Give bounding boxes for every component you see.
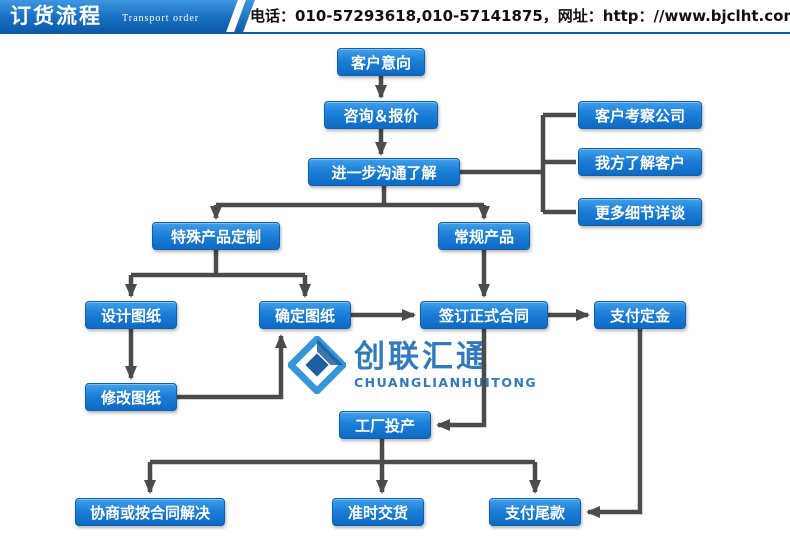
- node-negotiate-or-contract: 协商或按合同解决: [75, 498, 225, 526]
- node-consult-quote: 咨询＆报价: [324, 101, 438, 129]
- brand-name: 创联汇通: [354, 339, 490, 375]
- header-bar: 订货流程 Transport order 电话：010-57293618,010…: [0, 0, 790, 34]
- brand-text-block: 创联汇通 CHUANGLIANHUITONG: [354, 340, 537, 390]
- brand-watermark: 创联汇通 CHUANGLIANHUITONG: [288, 336, 537, 394]
- node-confirm-drawing: 确定图纸: [259, 301, 351, 329]
- node-more-details-talk: 更多细节详谈: [578, 198, 702, 226]
- node-pay-deposit: 支付定金: [594, 301, 686, 329]
- node-design-drawing: 设计图纸: [85, 301, 177, 329]
- node-customer-visit-company: 客户考察公司: [578, 101, 702, 129]
- node-customer-intent: 客户意向: [337, 48, 425, 76]
- diamond-logo-icon: [288, 336, 346, 394]
- node-further-communication: 进一步沟通了解: [308, 158, 460, 186]
- page-subtitle: Transport order: [122, 13, 200, 24]
- node-modify-drawing: 修改图纸: [85, 383, 177, 411]
- node-factory-production: 工厂投产: [339, 411, 431, 439]
- contact-info: 电话：010-57293618,010-57141875，网址：http：//w…: [250, 7, 790, 25]
- node-pay-balance: 支付尾款: [489, 498, 581, 526]
- page-title: 订货流程: [10, 4, 102, 28]
- brand-name-latin: CHUANGLIANHUITONG: [354, 375, 538, 390]
- node-regular-product: 常规产品: [438, 222, 530, 250]
- node-on-time-delivery: 准时交货: [332, 498, 424, 526]
- node-sign-formal-contract: 签订正式合同: [420, 301, 548, 329]
- node-special-product-custom: 特殊产品定制: [152, 222, 280, 250]
- node-we-know-customer: 我方了解客户: [578, 148, 702, 176]
